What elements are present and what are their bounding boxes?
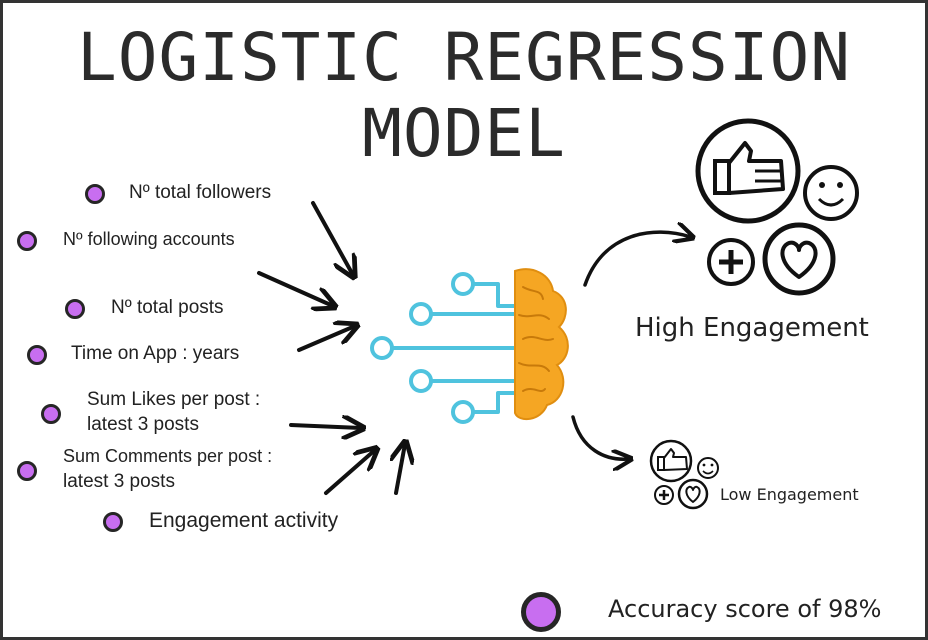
feature-bullet [27,345,47,365]
feature-engagement-activity: Engagement activity [149,509,339,532]
feature-bullet [17,231,37,251]
accuracy-bullet [521,592,561,632]
arrow-icon [583,232,691,287]
brain-circuit-icon [370,268,569,424]
plus-icon [654,485,674,505]
heart-icon [677,478,709,510]
arrow-icon [324,450,375,495]
arrow-icon [297,326,355,352]
title-line-1: LOGISTIC REGRESSION [77,19,851,96]
plus-icon [707,238,755,286]
arrow-icon [289,425,361,428]
input-arrows [257,201,405,495]
thumbs-up-icon [695,118,801,224]
feature-following-accounts: Nº following accounts [63,229,235,249]
arrow-icon [311,201,353,275]
thumbs-up-icon [649,439,693,483]
feature-sum-likes-line2: latest 3 posts [87,414,199,435]
feature-bullet [17,461,37,481]
accuracy-score: Accuracy score of 98% [608,595,882,623]
high-engagement-label: High Engagement [635,313,869,343]
high-engagement-icons [695,118,859,296]
smiley-icon [803,165,859,221]
feature-sum-comments-line2: latest 3 posts [63,471,175,492]
feature-total-followers: Nº total followers [129,182,272,203]
feature-sum-likes-line1: Sum Likes per post : [87,389,261,410]
arrow-icon [571,415,629,459]
low-engagement-icons [649,439,719,510]
arrow-icon [396,444,405,495]
feature-total-posts: Nº total posts [111,297,224,318]
low-engagement-label: Low Engagement [720,485,859,504]
title-line-2: MODEL [362,95,566,172]
feature-bullet [103,512,123,532]
feature-sum-comments-line1: Sum Comments per post : [63,446,273,466]
diagram-graphics [257,118,859,510]
feature-bullet [85,184,105,204]
feature-time-on-app: Time on App : years [71,343,240,364]
arrow-icon [257,271,333,306]
feature-bullet [41,404,61,424]
smiley-icon [697,457,719,479]
heart-icon [762,222,836,296]
feature-bullet [65,299,85,319]
